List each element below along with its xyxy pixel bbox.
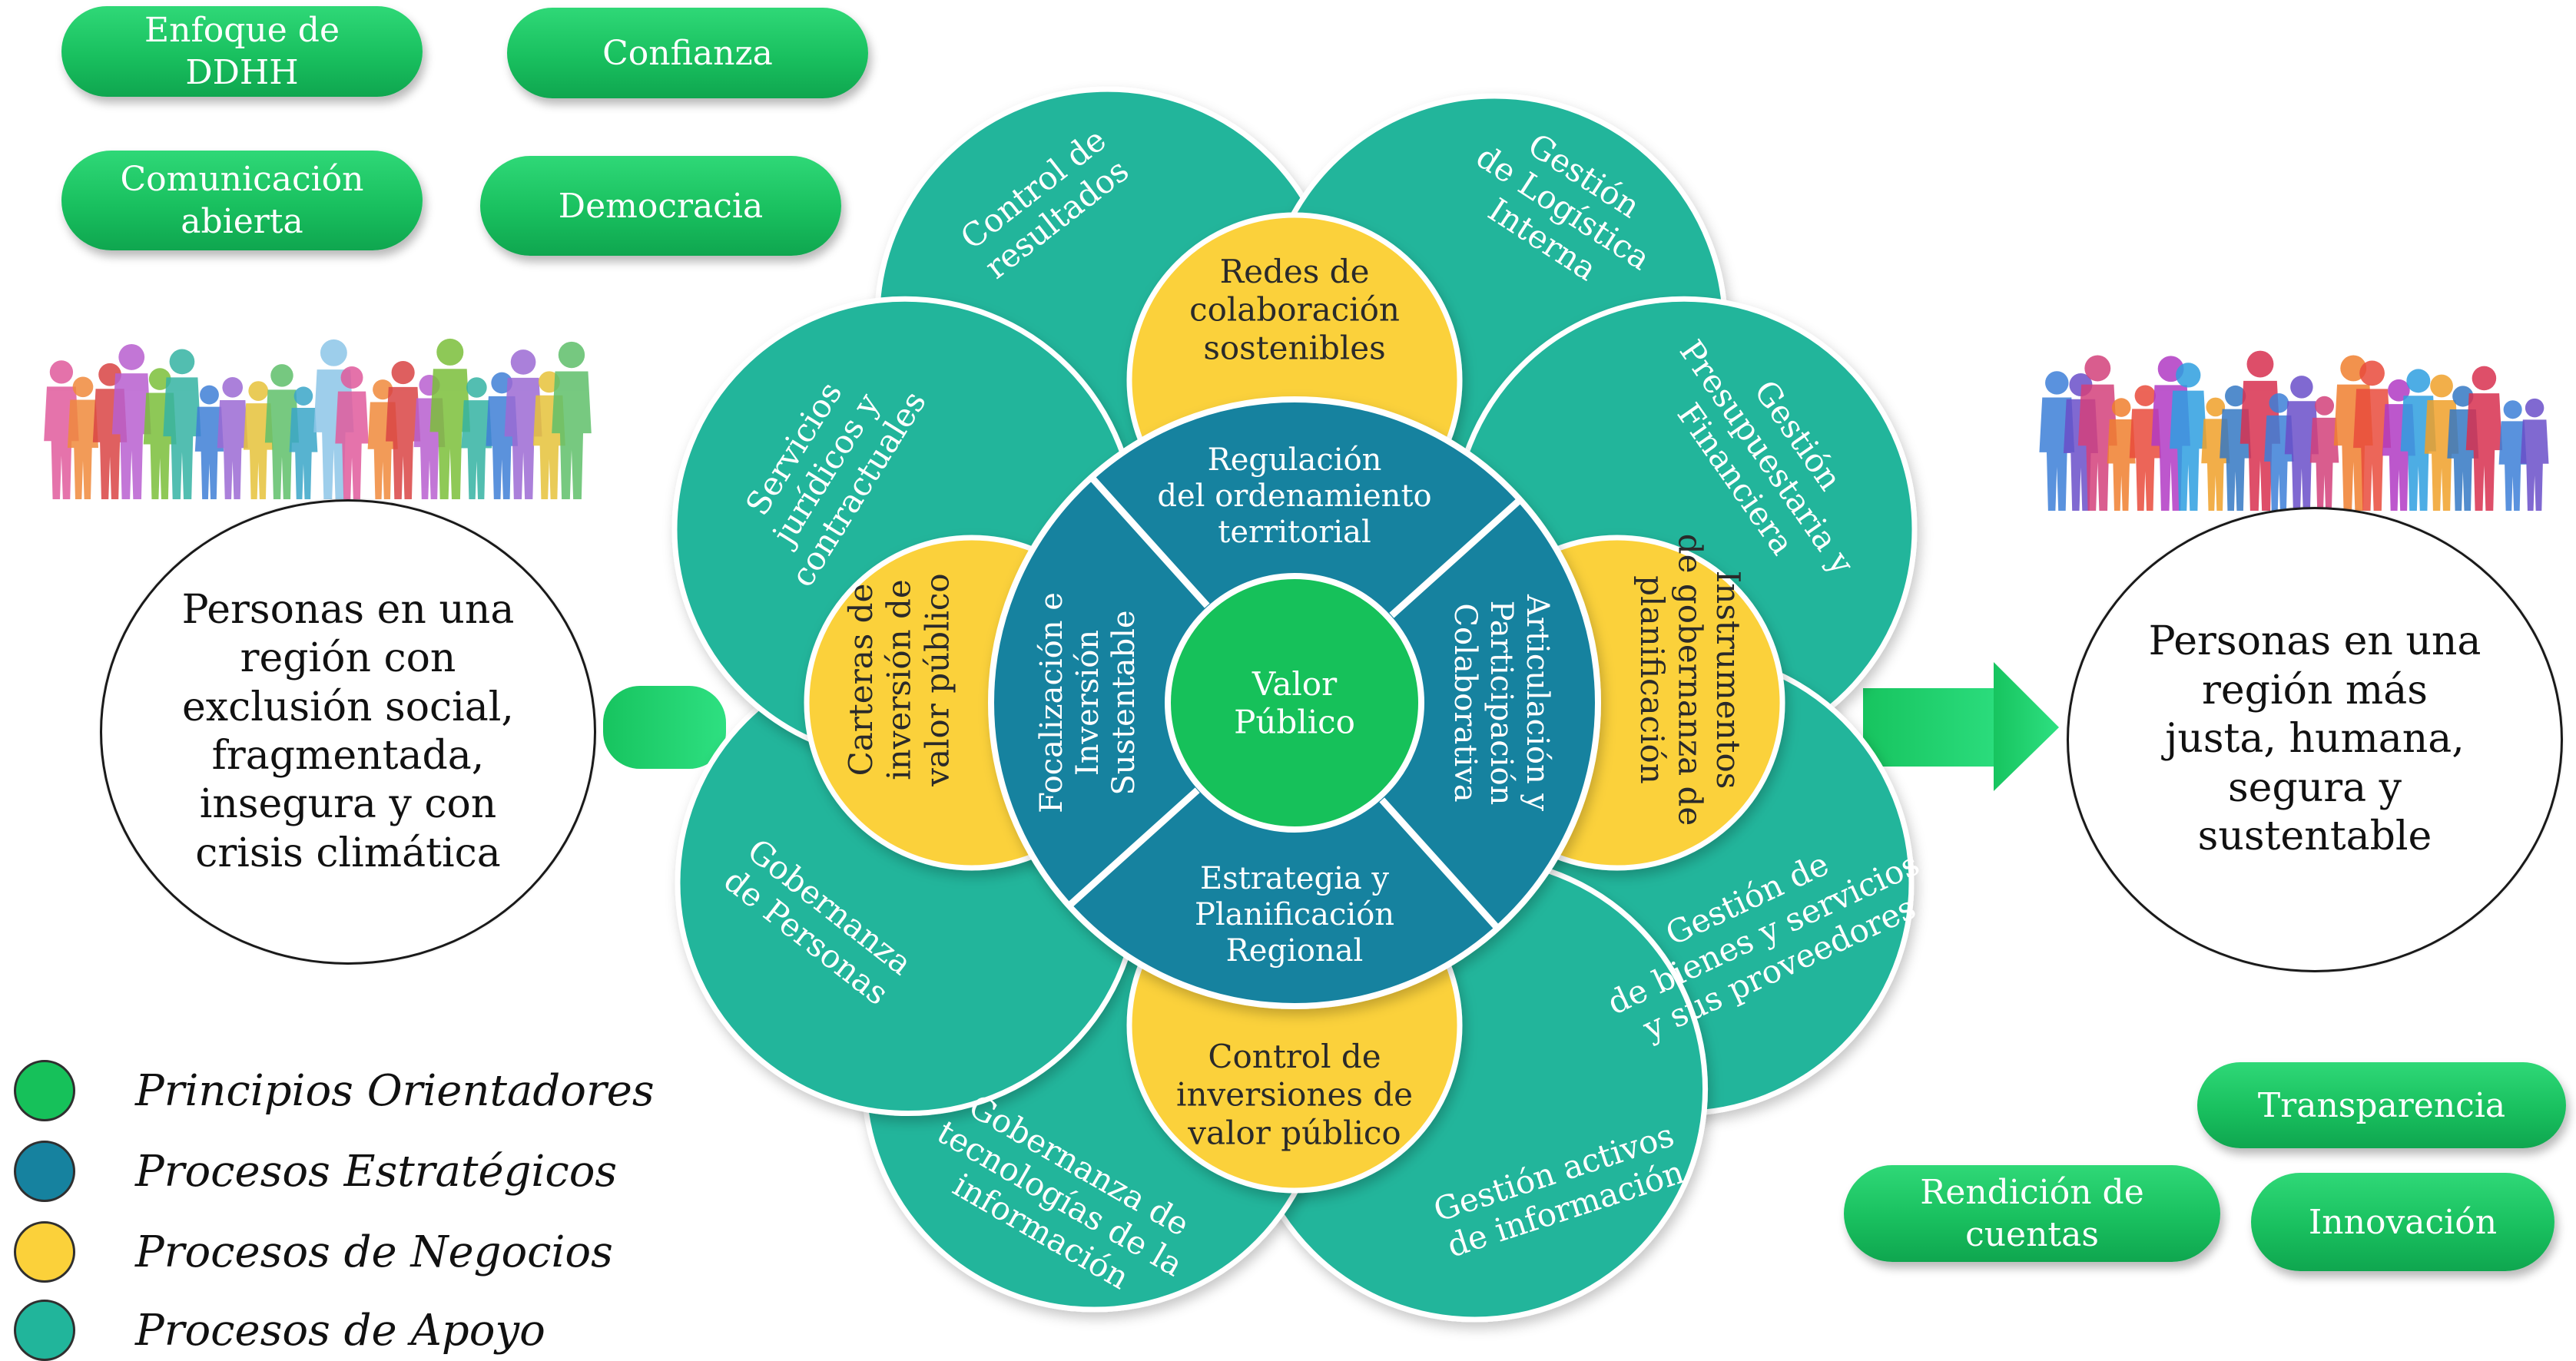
strategic-divider bbox=[1066, 787, 1200, 909]
crowd-left-illustration bbox=[44, 338, 592, 499]
person-silhouette bbox=[429, 338, 471, 499]
person-silhouette bbox=[552, 341, 592, 499]
strategic-divider bbox=[1379, 797, 1500, 931]
confianza-pill: Confianza bbox=[507, 8, 868, 98]
crowd-right-illustration bbox=[2039, 350, 2549, 511]
person-silhouette bbox=[2284, 376, 2319, 511]
legend-item-principios: Principios Orientadores bbox=[14, 1060, 655, 1121]
innovacion-pill: Innovación bbox=[2251, 1173, 2554, 1271]
person-silhouette bbox=[194, 385, 224, 499]
legend-item-negocios: Procesos de Negocios bbox=[14, 1221, 613, 1283]
rendicion-pill: Rendición de cuentas bbox=[1844, 1165, 2220, 1262]
person-silhouette bbox=[2107, 398, 2136, 511]
person-silhouette bbox=[2239, 350, 2281, 511]
legend-swatch bbox=[14, 1141, 75, 1202]
person-silhouette bbox=[2520, 398, 2549, 511]
business-label-instrumentos: Instrumentosde gobernanza deplanificació… bbox=[1633, 534, 1747, 826]
strategic-divider bbox=[1389, 497, 1523, 618]
person-silhouette bbox=[504, 349, 542, 499]
person-silhouette bbox=[67, 376, 99, 499]
legend-swatch bbox=[14, 1060, 75, 1121]
person-silhouette bbox=[461, 377, 492, 499]
person-silhouette bbox=[2309, 396, 2339, 511]
legend-label: Procesos de Apoyo bbox=[135, 1305, 545, 1356]
legend-label: Procesos de Negocios bbox=[135, 1227, 613, 1277]
enfoque-ddhh-pill: Enfoque de DDHH bbox=[61, 6, 423, 97]
target-state-circle: Personas en una región más justa, humana… bbox=[2067, 507, 2563, 972]
legend-label: Procesos Estratégicos bbox=[135, 1146, 618, 1197]
left-flow-arrow bbox=[603, 686, 726, 769]
legend-label: Principios Orientadores bbox=[135, 1065, 655, 1116]
strategic-label-focalizacion: Focalización eInversiónSustentable bbox=[1034, 592, 1142, 813]
person-silhouette bbox=[243, 381, 274, 499]
person-silhouette bbox=[2498, 400, 2527, 511]
person-silhouette bbox=[163, 349, 201, 499]
legend-swatch bbox=[14, 1300, 75, 1361]
person-silhouette bbox=[2352, 360, 2392, 511]
person-silhouette bbox=[335, 366, 369, 499]
strategic-label-articulacion: Articulación yParticipaciónColaborativa bbox=[1447, 594, 1555, 811]
democracia-pill: Democracia bbox=[480, 156, 841, 256]
comunicacion-pill: Comunicación abierta bbox=[61, 151, 423, 250]
person-silhouette bbox=[264, 364, 300, 499]
legend-item-estrategicos: Procesos Estratégicos bbox=[14, 1141, 617, 1202]
legend-swatch bbox=[14, 1221, 75, 1283]
current-state-circle: Personas en una región con exclusión soc… bbox=[100, 499, 596, 965]
valor-publico-circle bbox=[1165, 573, 1424, 833]
person-silhouette bbox=[289, 386, 318, 499]
person-silhouette bbox=[111, 343, 151, 499]
person-silhouette bbox=[2170, 363, 2207, 511]
business-label-carteras: Carteras deinversión devalor público bbox=[842, 573, 956, 786]
center-group bbox=[1165, 573, 1424, 833]
person-silhouette bbox=[2465, 366, 2503, 511]
person-silhouette bbox=[217, 377, 248, 499]
transparencia-pill: Transparencia bbox=[2197, 1062, 2566, 1148]
strategic-divider bbox=[1089, 475, 1210, 608]
right-flow-arrow bbox=[1863, 662, 2059, 791]
person-silhouette bbox=[386, 360, 421, 499]
person-silhouette bbox=[2077, 355, 2117, 511]
legend-item-apoyo: Procesos de Apoyo bbox=[14, 1300, 545, 1361]
